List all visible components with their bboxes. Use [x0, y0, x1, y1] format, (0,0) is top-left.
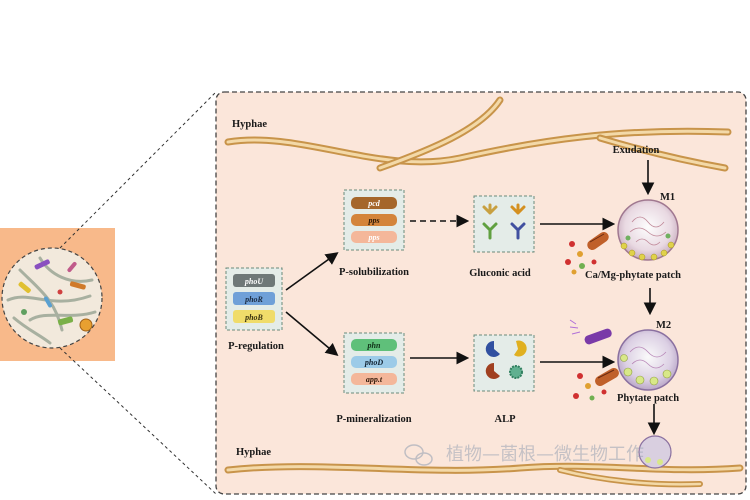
arrow-reg-to-sol — [285, 252, 339, 291]
gene-label-app-t: app.t — [366, 375, 383, 384]
ca-mg-phytate-patch-label: Ca/Mg-phytate patch — [585, 270, 681, 281]
arrow-reg-to-min — [285, 311, 339, 357]
zoom-line-bottom — [59, 347, 217, 495]
inset-circle — [1, 247, 103, 349]
alp-label: ALP — [495, 414, 517, 425]
bottom-patch-graphic — [638, 435, 672, 469]
phytate-patch-graphic — [617, 329, 679, 391]
wechat-icon — [404, 444, 433, 466]
p-regulation-label: P-regulation — [228, 341, 284, 352]
gene-bar-phoR — [233, 292, 275, 305]
gene-bar-phoB — [233, 310, 275, 323]
bacteria-cluster-1 — [565, 231, 609, 275]
bacteria-purple — [569, 319, 612, 345]
gene-label-phoD: phoD — [364, 358, 383, 367]
gene-bar-pcd — [351, 197, 397, 209]
phytate-patch-label: Phytate patch — [617, 393, 679, 404]
gene-bar-app-t — [351, 373, 397, 385]
gene-bar-pps-1 — [351, 214, 397, 226]
p-mineralization-box: phn phoD app.t — [343, 332, 405, 394]
hyphae-top-strands — [224, 96, 732, 172]
gene-label-pps-2: pps — [367, 233, 379, 242]
gene-label-phn: phn — [367, 341, 381, 350]
alp-box — [473, 334, 535, 392]
gene-label-phoU: phoU — [244, 277, 264, 286]
gene-label-phoR: phoR — [244, 295, 263, 304]
gene-label-pcd: pcd — [367, 199, 381, 208]
gene-bar-phoD — [351, 356, 397, 368]
bacteria-cluster-2 — [573, 368, 619, 401]
inset-microbes — [18, 259, 93, 332]
enzyme-icon — [485, 340, 527, 379]
gluconic-acid-box — [473, 195, 535, 253]
watermark: 植物—菌根—微生物工作 — [404, 444, 644, 466]
gene-bar-pps-2 — [351, 231, 397, 243]
exudation-label: Exudation — [613, 145, 660, 156]
m2-label: M2 — [656, 320, 671, 331]
p-solubilization-label: P-solubilization — [339, 267, 409, 278]
gene-label-phoB: phoB — [244, 313, 263, 322]
p-mineralization-label: P-mineralization — [336, 414, 411, 425]
p-solubilization-box: pcd pps pps — [343, 189, 405, 251]
gene-bar-phoU — [233, 274, 275, 287]
gene-bar-phn — [351, 339, 397, 351]
antibody-icon — [482, 203, 526, 240]
zoom-line-top — [59, 91, 217, 249]
gluconic-acid-label: Gluconic acid — [469, 268, 531, 279]
hyphae-bottom-strands — [224, 462, 744, 488]
p-regulation-box: phoU phoR phoB — [225, 267, 283, 331]
m1-label: M1 — [660, 192, 675, 203]
ca-mg-phytate-patch-graphic — [617, 199, 679, 261]
inset-zoom — [0, 228, 115, 361]
hyphae-top-label: Hyphae — [232, 119, 267, 130]
hyphae-bottom-label: Hyphae — [236, 447, 271, 458]
gene-label-pps-1: pps — [367, 216, 379, 225]
watermark-text: 植物—菌根—微生物工作 — [446, 444, 644, 465]
pathway-arrows — [285, 160, 661, 436]
